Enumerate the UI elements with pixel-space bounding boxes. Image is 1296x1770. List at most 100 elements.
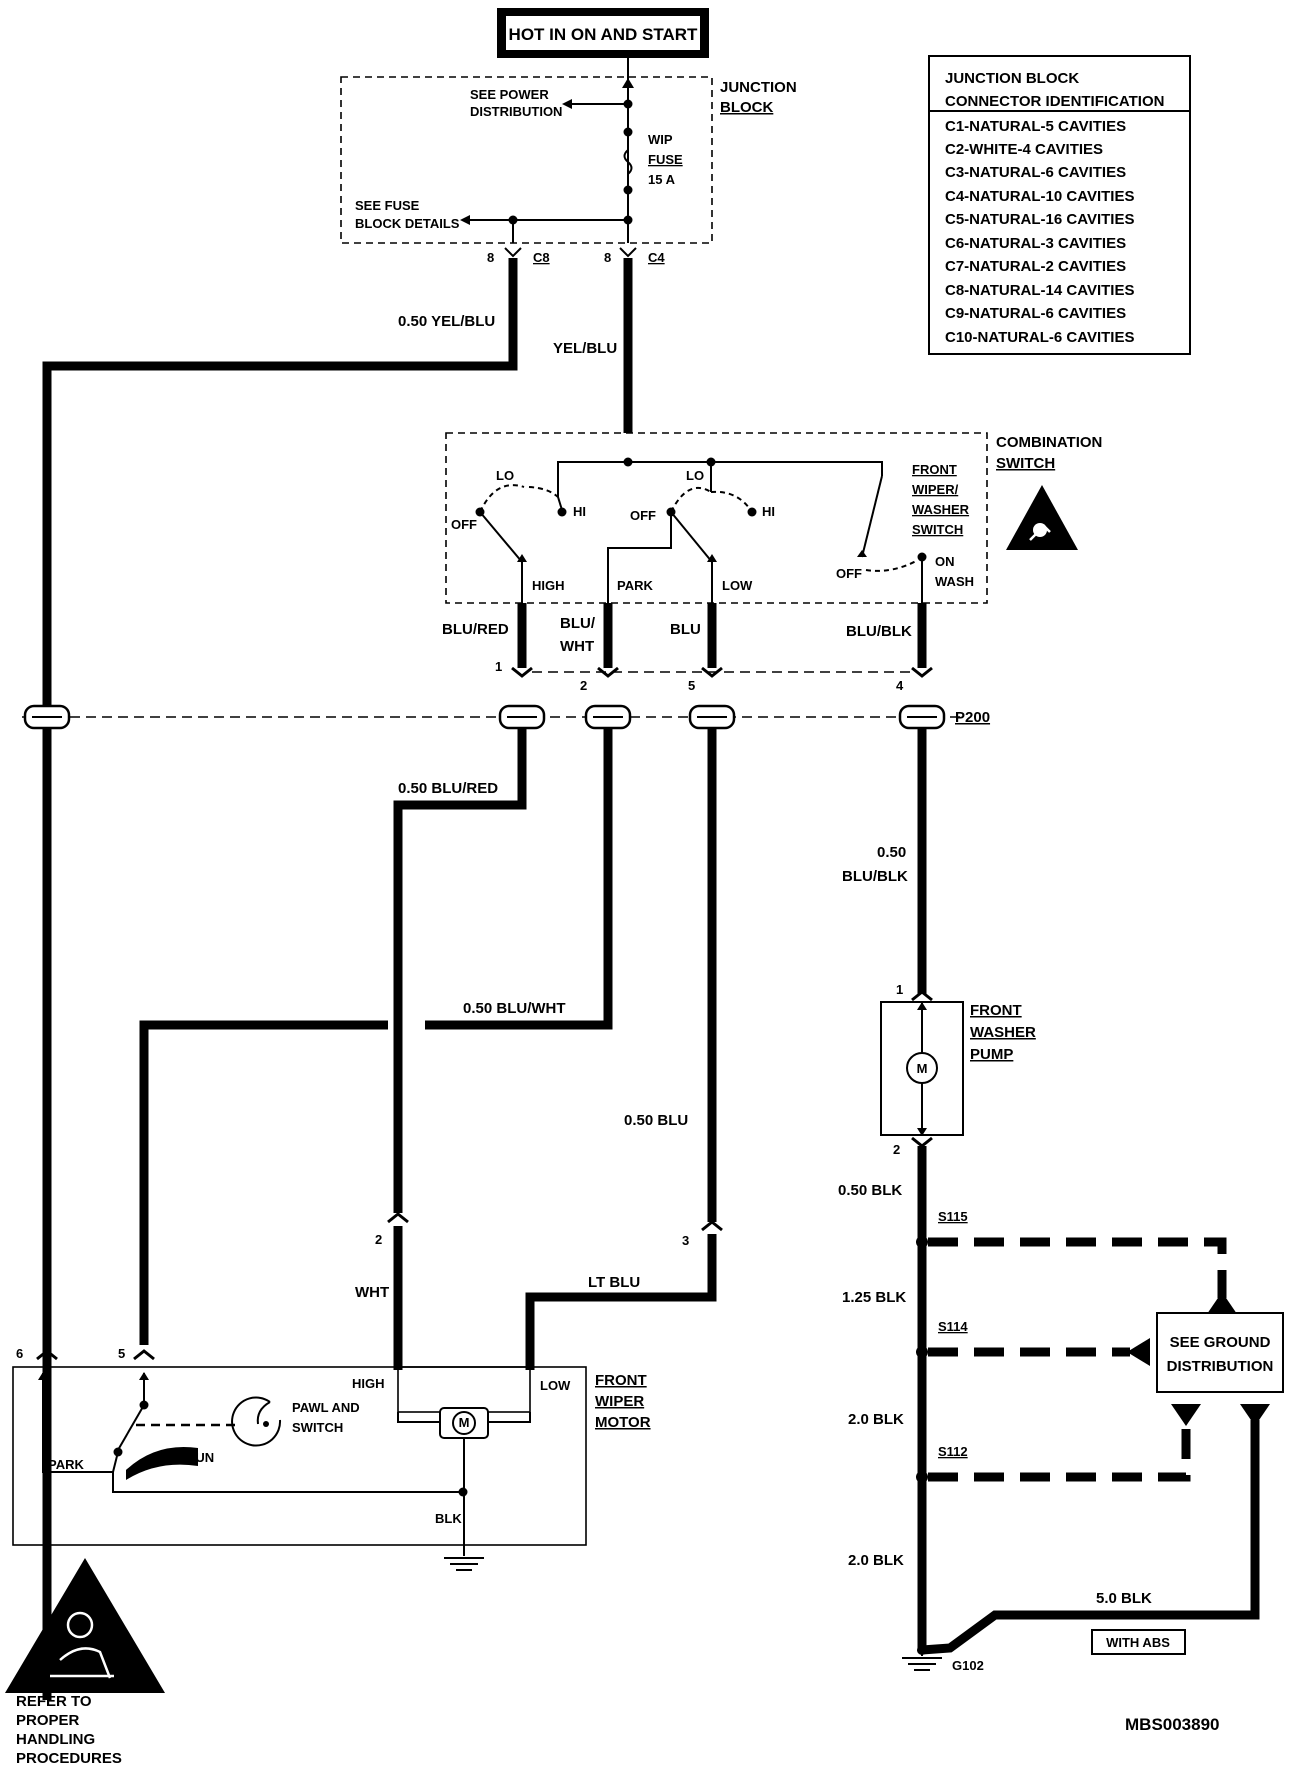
wire-label-blk-050: 0.50 BLK	[838, 1182, 902, 1199]
wire-yel-blu-050: 0.50 YEL/BLU	[42, 258, 518, 1700]
wire-label-yel-blu: YEL/BLU	[553, 340, 617, 357]
p200-label: P200	[955, 709, 990, 726]
wiper-motor-symbol: M	[459, 1415, 470, 1430]
fuse-label-3: 15 A	[648, 172, 676, 187]
p200-pin4: 4	[896, 678, 904, 693]
wire-label-blk-125: 1.25 BLK	[842, 1289, 906, 1306]
wire-label-blk-20b: 2.0 BLK	[848, 1552, 904, 1569]
table-title-2: CONNECTOR IDENTIFICATION	[945, 93, 1164, 110]
motor-pin5: 5	[118, 1346, 125, 1361]
table-row: C3-NATURAL-6 CAVITIES	[945, 164, 1126, 181]
wire-blu-050: 0.50 BLU	[624, 728, 717, 1222]
wire-label-blu-wht-1: BLU/	[560, 615, 596, 632]
wire-label-blu-050: 0.50 BLU	[624, 1112, 688, 1129]
junction-block-label-2: BLOCK	[720, 99, 773, 116]
table-row: C10-NATURAL-6 CAVITIES	[945, 329, 1134, 346]
pump-label-3: PUMP	[970, 1046, 1013, 1063]
wire-blu-red-050: 0.50 BLU/RED	[393, 728, 527, 1213]
c8-label: C8	[533, 250, 550, 265]
sw-park: PARK	[617, 578, 653, 593]
wire-blu-blk-050: 0.50 BLU/BLK	[842, 728, 927, 994]
motor-low: LOW	[540, 1378, 571, 1393]
pawl-switch-icon	[231, 1396, 282, 1447]
washer-sw-label-2: WIPER/	[912, 482, 959, 497]
figure-id: MBS003890	[1125, 1715, 1220, 1734]
see-ground-1: SEE GROUND	[1170, 1334, 1271, 1351]
washer-off: OFF	[836, 566, 862, 581]
front-wiper-motor: FRONT WIPER MOTOR 6 5 PARK RUN PAWL AND …	[12, 1346, 651, 1571]
splice-s115: S115	[938, 1209, 968, 1224]
washer-sw-label-1: FRONT	[912, 462, 957, 477]
see-power-2: DISTRIBUTION	[470, 104, 562, 119]
table-row: C1-NATURAL-5 CAVITIES	[945, 118, 1126, 135]
wire-label-blu-red-050: 0.50 BLU/RED	[398, 780, 498, 797]
with-abs-label: WITH ABS	[1106, 1635, 1170, 1650]
fuse-label-1: WIP	[648, 132, 673, 147]
wire-blu-wht-050: 0.50 BLU/WHT	[139, 728, 613, 1345]
caution-1: REFER TO	[16, 1693, 92, 1710]
motor-pin3: 3	[682, 1233, 689, 1248]
pump-label-1: FRONT	[970, 1002, 1022, 1019]
wire-label-yel-blu-050: 0.50 YEL/BLU	[398, 313, 495, 330]
table-row: C2-WHITE-4 CAVITIES	[945, 141, 1103, 158]
pump-pin1: 1	[896, 982, 903, 997]
wire-label-blk-20a: 2.0 BLK	[848, 1411, 904, 1428]
combination-switch: COMBINATION SWITCH LO HI OFF LO HI OFF	[445, 432, 1102, 604]
wiper-motor-label-1: FRONT	[595, 1372, 647, 1389]
p200-pin5: 5	[688, 678, 695, 693]
caution-4: PROCEDURES	[16, 1750, 122, 1767]
table-row: C8-NATURAL-14 CAVITIES	[945, 282, 1134, 299]
wire-label-blu-red: BLU/RED	[442, 621, 509, 638]
p200-pin2: 2	[580, 678, 587, 693]
washer-sw-label-3: WASHER	[912, 502, 970, 517]
caution-3: HANDLING	[16, 1731, 95, 1748]
pawl-label-2: SWITCH	[292, 1420, 343, 1435]
c4-pin: 8	[604, 250, 611, 265]
washer-sw-label-4: SWITCH	[912, 522, 963, 537]
handling-caution: REFER TO PROPER HANDLING PROCEDURES	[5, 1558, 165, 1767]
combo-switch-label-1: COMBINATION	[996, 434, 1102, 451]
washer-on: ON	[935, 554, 955, 569]
sw1-off: OFF	[451, 517, 477, 532]
wire-label-blu: BLU	[670, 621, 701, 638]
sw1-lo: LO	[496, 468, 514, 483]
pump-motor-symbol: M	[917, 1061, 928, 1076]
c8-pin: 8	[487, 250, 494, 265]
junction-block: JUNCTION BLOCK SEE POWER DISTRIBUTION WI…	[340, 58, 797, 265]
wire-label-blu-blk-050-1: 0.50	[877, 844, 906, 861]
splice-s114: S114	[938, 1319, 968, 1334]
wiper-motor-label-2: WIPER	[595, 1393, 644, 1410]
sw-low: LOW	[722, 578, 753, 593]
table-row: C7-NATURAL-2 CAVITIES	[945, 258, 1126, 275]
front-washer-pump: M 1 2 FRONT WASHER PUMP	[880, 982, 1036, 1157]
see-fuse-2: BLOCK DETAILS	[355, 216, 460, 231]
wire-yel-blu: YEL/BLU	[553, 258, 633, 433]
table-row: C4-NATURAL-10 CAVITIES	[945, 188, 1134, 205]
motor-high: HIGH	[352, 1376, 385, 1391]
see-fuse-1: SEE FUSE	[355, 198, 420, 213]
sw2-off: OFF	[630, 508, 656, 523]
connector-id-table: JUNCTION BLOCK CONNECTOR IDENTIFICATION …	[928, 55, 1191, 355]
c4-label: C4	[648, 250, 665, 265]
wire-label-blk: BLK	[435, 1511, 462, 1526]
esd-warning-icon	[1006, 485, 1078, 550]
caution-triangle-icon	[5, 1558, 165, 1693]
splice-s112: S112	[938, 1444, 968, 1459]
pump-pin2: 2	[893, 1142, 900, 1157]
washer-wash: WASH	[935, 574, 974, 589]
wire-label-blu-wht-050: 0.50 BLU/WHT	[463, 1000, 566, 1017]
motor-park: PARK	[48, 1457, 84, 1472]
sw-high: HIGH	[532, 578, 565, 593]
p200-pin1: 1	[495, 659, 502, 674]
see-power-1: SEE POWER	[470, 87, 549, 102]
ground-g102: G102	[952, 1658, 984, 1673]
table-row: C9-NATURAL-6 CAVITIES	[945, 305, 1126, 322]
sw1-hi: HI	[573, 504, 586, 519]
wire-label-blu-wht-2: WHT	[560, 638, 594, 655]
ground-wire-chain: 0.50 BLK 1.25 BLK 2.0 BLK 2.0 BLK S115 S…	[838, 1146, 1284, 1673]
wire-label-lt-blu: LT BLU	[588, 1274, 640, 1291]
power-source-box: HOT IN ON AND START	[497, 8, 709, 58]
motor-run: RUN	[186, 1450, 214, 1465]
motor-pin2: 2	[375, 1232, 382, 1247]
